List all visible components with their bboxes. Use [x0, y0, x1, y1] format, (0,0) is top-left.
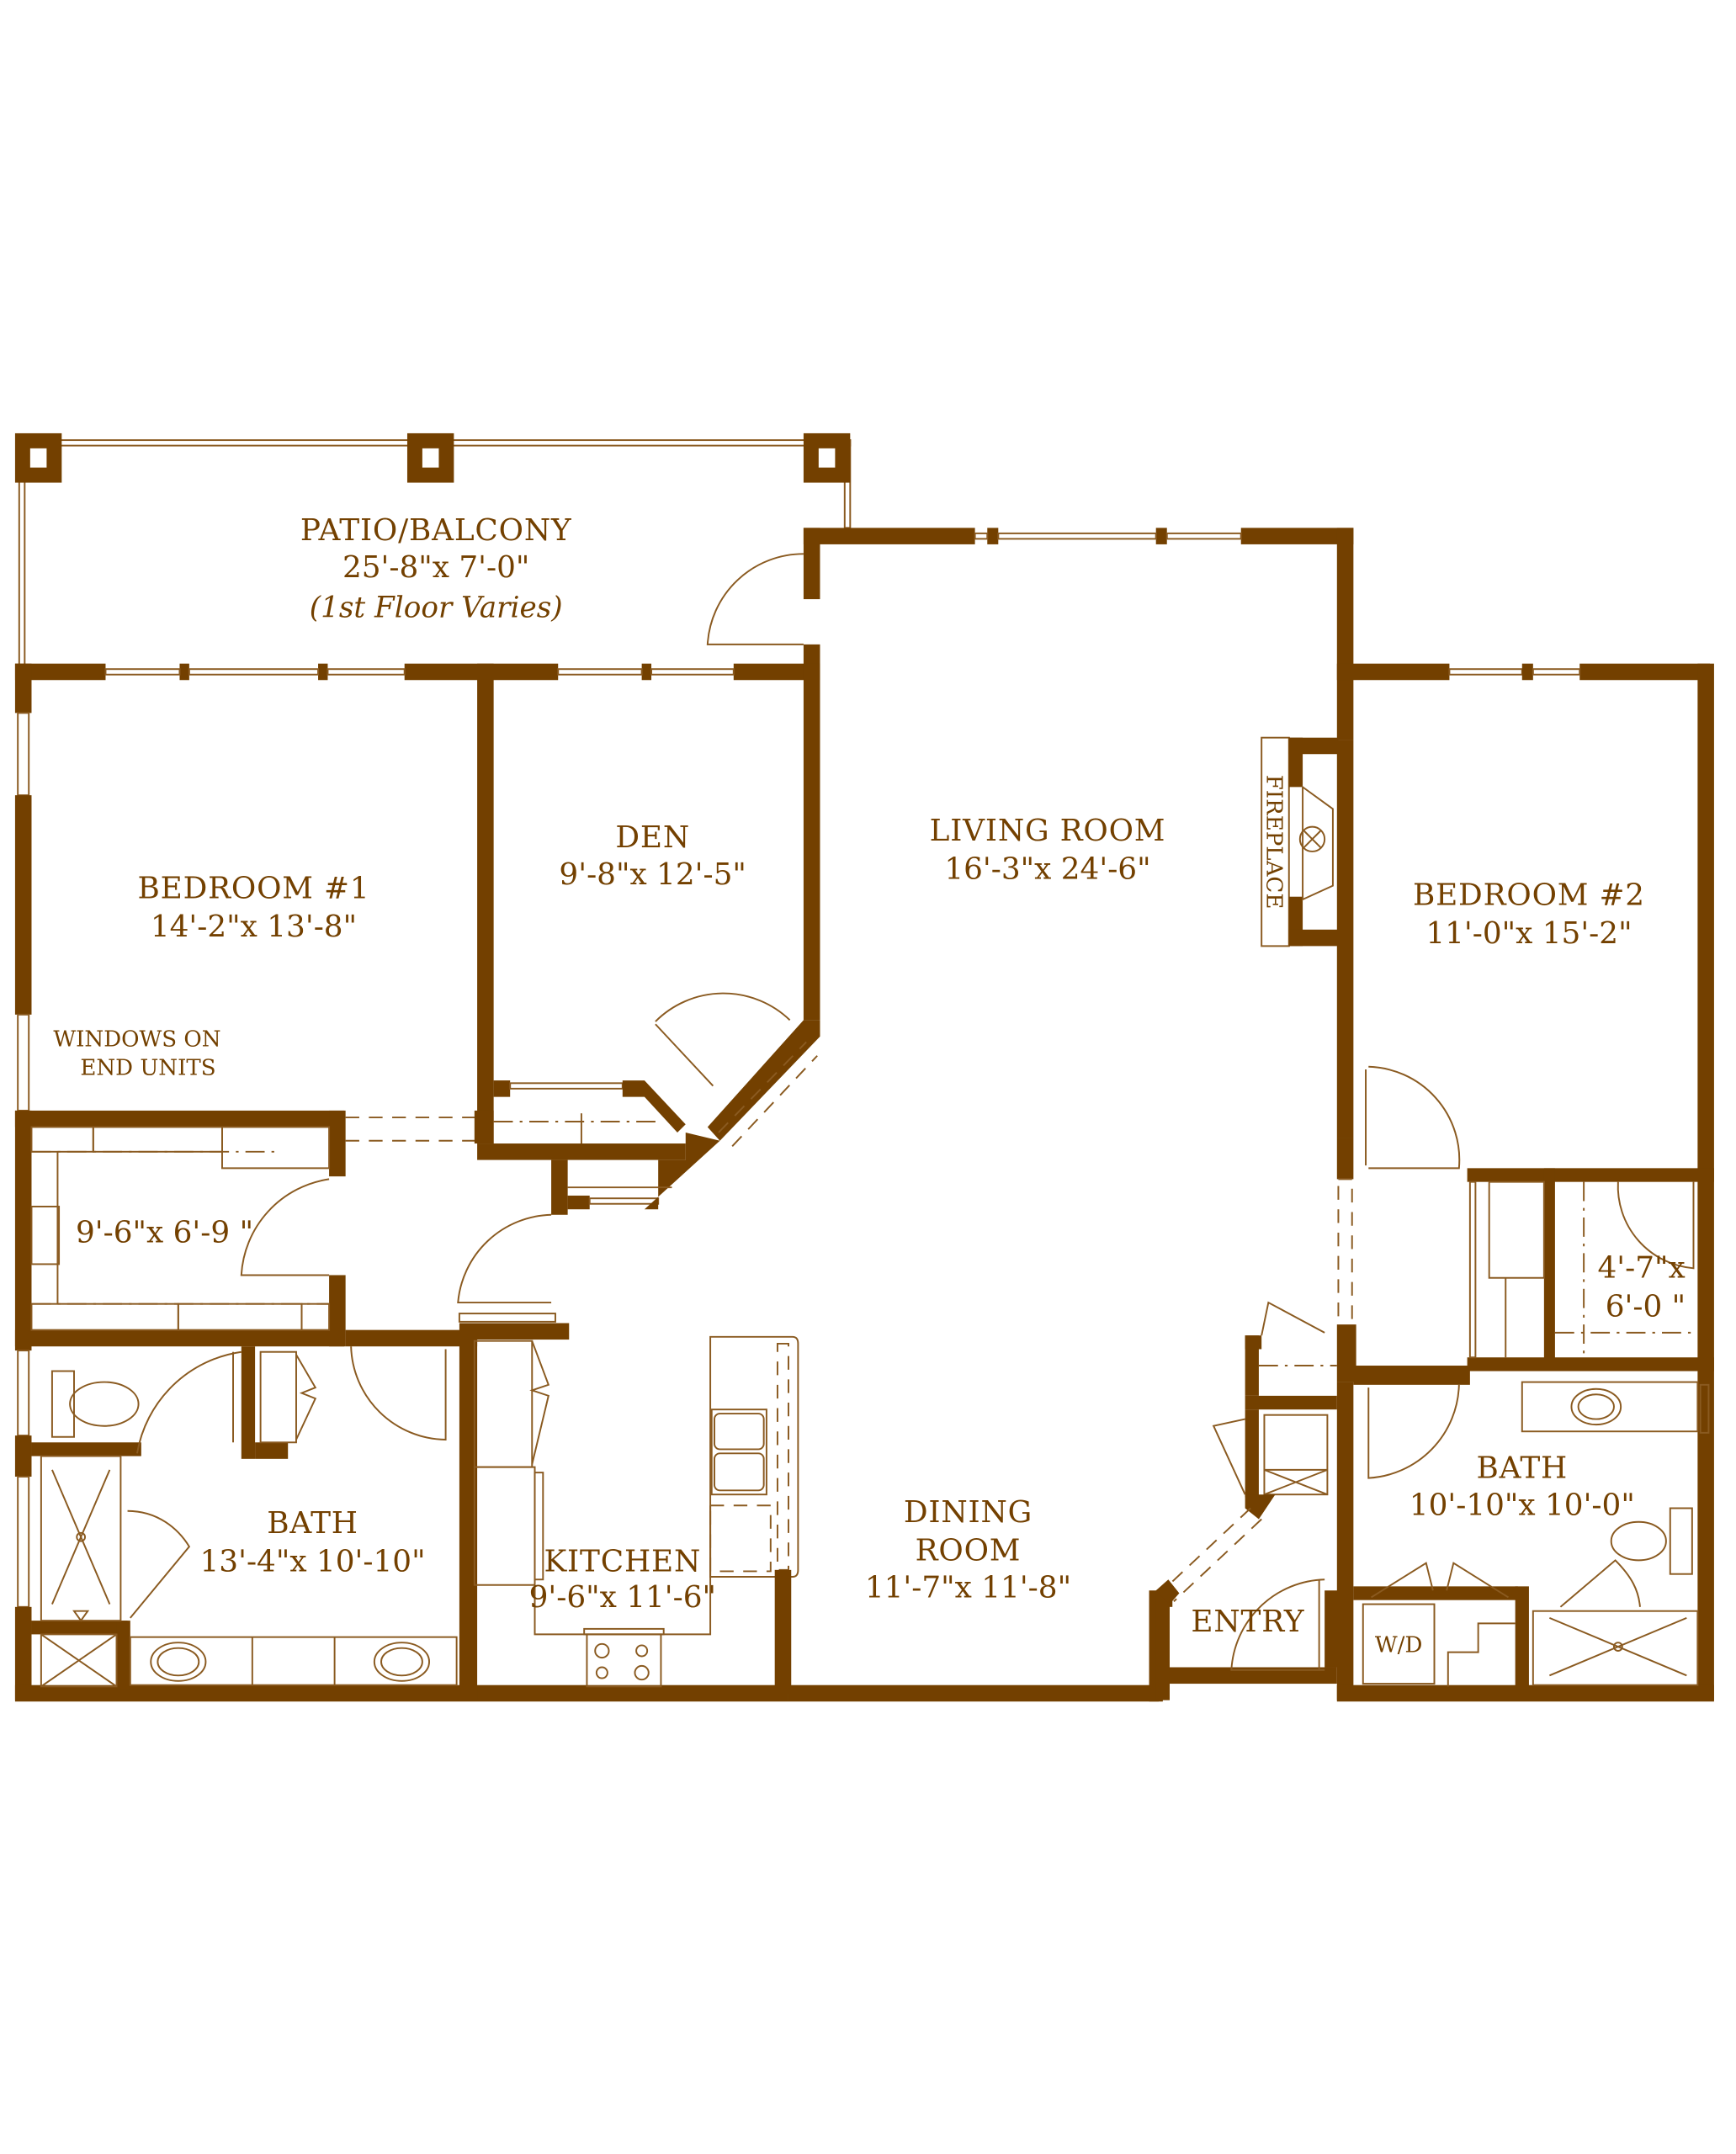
bedroom2-door-swing[interactable] — [1368, 1065, 1461, 1170]
hall-door-swing[interactable] — [457, 1213, 552, 1304]
fireplace-label: FIREPLACE — [1261, 775, 1287, 910]
bath1-label: BATH — [267, 1506, 358, 1541]
shower-1 — [40, 1455, 191, 1622]
patio-post — [803, 432, 851, 483]
shower-door-swing[interactable] — [127, 1509, 191, 1619]
closet1-dims: 9'-6"x 6'-9 " — [76, 1215, 253, 1249]
patio-post — [14, 432, 62, 483]
den-closets — [457, 992, 818, 1304]
bedroom2-label: BEDROOM #2 — [1413, 878, 1645, 912]
kitchen-dims: 9'-6"x 11'-6" — [529, 1580, 716, 1615]
patio-dims: 25'-8"x 7'-0" — [342, 550, 529, 585]
closet-door-swing[interactable] — [240, 1178, 330, 1276]
bath-1: BATH 13'-4"x 10'-10" — [31, 1329, 478, 1700]
living-room-dims: 16'-3"x 24'-6" — [944, 852, 1150, 887]
closet-bedroom1: 9'-6"x 6'-9 " — [14, 1110, 494, 1347]
patio-door-swing[interactable] — [706, 553, 804, 645]
windows-note-line1: WINDOWS ON — [53, 1027, 220, 1052]
washer-dryer-label: W/D — [1375, 1633, 1422, 1658]
dining-label-line2: ROOM — [916, 1533, 1022, 1568]
entry-label: ENTRY — [1191, 1605, 1304, 1639]
wc-door-swing[interactable] — [135, 1350, 242, 1454]
bedroom2-dims: 11'-0"x 15'-2" — [1425, 916, 1632, 951]
room-labels: PATIO/BALCONY 25'-8"x 7'-0" (1st Floor V… — [53, 513, 1645, 1605]
closet-door-bifold[interactable] — [1261, 1301, 1325, 1336]
walls — [14, 528, 1714, 1702]
bath1-door-swing[interactable] — [350, 1346, 447, 1441]
closet2-dims-line1: 4'-7"x — [1597, 1251, 1685, 1286]
entry-area: ENTRY — [1155, 1301, 1337, 1700]
bath2-dims: 10'-10"x 10'-0" — [1410, 1488, 1635, 1523]
closet2-dims-line2: 6'-0 " — [1606, 1289, 1686, 1324]
kitchen: KITCHEN 9'-6"x 11'-6" — [458, 1313, 799, 1694]
shower-2 — [1532, 1559, 1699, 1686]
bedroom2-closets: 4'-7"x 6'-0 " — [1365, 1065, 1714, 1371]
fireplace-flue-icon — [1298, 825, 1326, 852]
vanity-double — [129, 1636, 458, 1686]
kitchen-island — [709, 1335, 799, 1578]
entry-door-swing[interactable] — [1230, 1578, 1325, 1671]
windows-note-line2: END UNITS — [80, 1056, 215, 1081]
bath1-dims: 13'-4"x 10'-10" — [200, 1544, 426, 1578]
kitchen-label: KITCHEN — [544, 1544, 701, 1578]
laundry-closet: W/D — [1362, 1562, 1516, 1687]
bedroom1-label: BEDROOM #1 — [137, 871, 369, 905]
shower2-door-swing[interactable] — [1559, 1559, 1641, 1608]
refrigerator — [473, 1466, 544, 1586]
bedroom1-dims: 14'-2"x 13'-8" — [151, 910, 357, 944]
range — [583, 1627, 665, 1688]
patio-post — [406, 432, 454, 483]
toilet-2 — [1610, 1507, 1693, 1575]
den-door-swing[interactable] — [655, 992, 791, 1022]
living-room-label: LIVING ROOM — [930, 814, 1166, 848]
dining-dims: 11'-7"x 11'-8" — [865, 1570, 1071, 1605]
patio-balcony — [14, 432, 852, 675]
walk-in-closet-door-swing[interactable] — [1617, 1181, 1695, 1270]
patio-label: PATIO/BALCONY — [300, 513, 572, 548]
toilet — [50, 1370, 140, 1438]
den-dims: 9'-8"x 12'-5" — [559, 857, 746, 892]
den-label: DEN — [615, 820, 690, 855]
dining-label-line1: DINING — [904, 1495, 1033, 1530]
patio-note: (1st Floor Varies) — [310, 591, 563, 624]
bath-2: W/D BATH 10'-10"x 10'-0" — [1353, 1366, 1699, 1690]
fireplace: FIREPLACE — [1261, 736, 1339, 947]
bath2-door-swing[interactable] — [1367, 1384, 1460, 1479]
bath2-label: BATH — [1476, 1451, 1568, 1486]
